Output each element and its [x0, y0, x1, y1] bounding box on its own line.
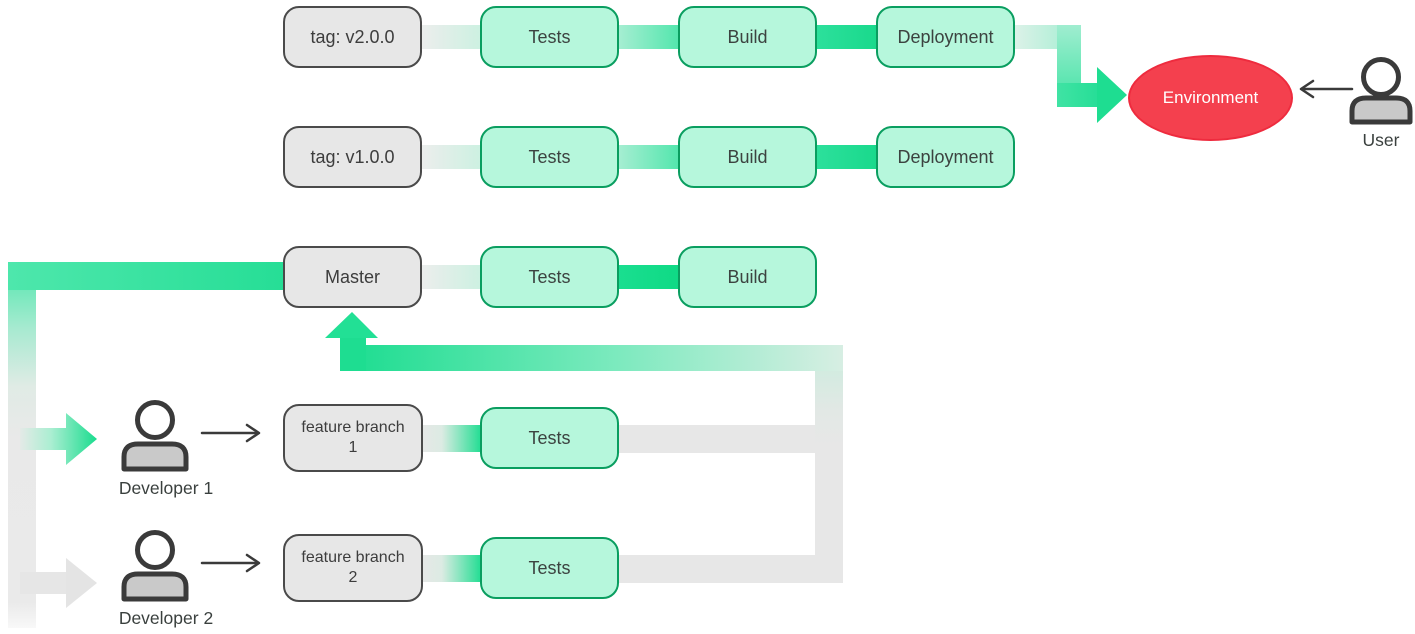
node-build-v1: Build [678, 126, 817, 188]
band-feature-merge-riser [815, 345, 843, 583]
band-tests-feature-2-output [617, 555, 843, 583]
node-tests-v1: Tests [480, 126, 619, 188]
arrow-deployment-environment-head [1097, 67, 1127, 123]
connector-tag-v1-tests [420, 145, 482, 169]
node-deployment-v1: Deployment [876, 126, 1015, 188]
developer-1-label: Developer 1 [118, 478, 214, 498]
arrow-branch-developer-1-head [66, 413, 97, 465]
node-tests-master: Tests [480, 246, 619, 308]
node-master: Master [283, 246, 422, 308]
connector-feature-1-tests [420, 425, 482, 452]
connector-tests-build-v1 [617, 145, 679, 169]
node-tests-v2: Tests [480, 6, 619, 68]
arrow-branch-developer-2-body [20, 572, 67, 594]
arrow-branch-developer-2-head [66, 558, 97, 608]
arrow-merge-to-master-head [325, 312, 378, 338]
node-environment: Environment [1128, 55, 1293, 141]
arrow-developer-1-to-branch [200, 423, 261, 443]
connector-build-deployment-v1 [815, 145, 877, 169]
node-feature-branch-2: feature branch 2 [283, 534, 423, 602]
developer-2-label: Developer 2 [118, 608, 214, 628]
arrow-merge-to-master-stem [340, 336, 366, 371]
node-tests-feature-2: Tests [480, 537, 619, 599]
connector-tests-build-master [617, 265, 679, 289]
node-deployment-v2: Deployment [876, 6, 1015, 68]
user-label: User [1362, 130, 1400, 150]
node-tag-v2: tag: v2.0.0 [283, 6, 422, 68]
user-icon [1349, 57, 1413, 125]
node-feature-branch-1: feature branch 1 [283, 404, 423, 472]
arrow-user-to-environment [1299, 79, 1354, 99]
connector-build-deployment-v2 [815, 25, 877, 49]
arrow-merge-to-master-band [360, 345, 843, 371]
node-build-master: Build [678, 246, 817, 308]
node-tag-v1: tag: v1.0.0 [283, 126, 422, 188]
node-tests-feature-1: Tests [480, 407, 619, 469]
connector-feature-2-tests [420, 555, 482, 582]
band-tests-feature-1-output [617, 425, 843, 453]
connector-master-tests [420, 265, 482, 289]
arrow-developer-2-to-branch [200, 553, 261, 573]
developer-1-icon [121, 400, 189, 472]
arrow-deployment-environment-seg3 [1057, 83, 1097, 107]
arrow-branch-developer-1-body [20, 428, 67, 450]
node-build-v2: Build [678, 6, 817, 68]
connector-tag-v2-tests [420, 25, 482, 49]
connector-tests-build-v2 [617, 25, 679, 49]
developer-2-icon [121, 530, 189, 602]
band-loop-to-master [8, 262, 284, 290]
